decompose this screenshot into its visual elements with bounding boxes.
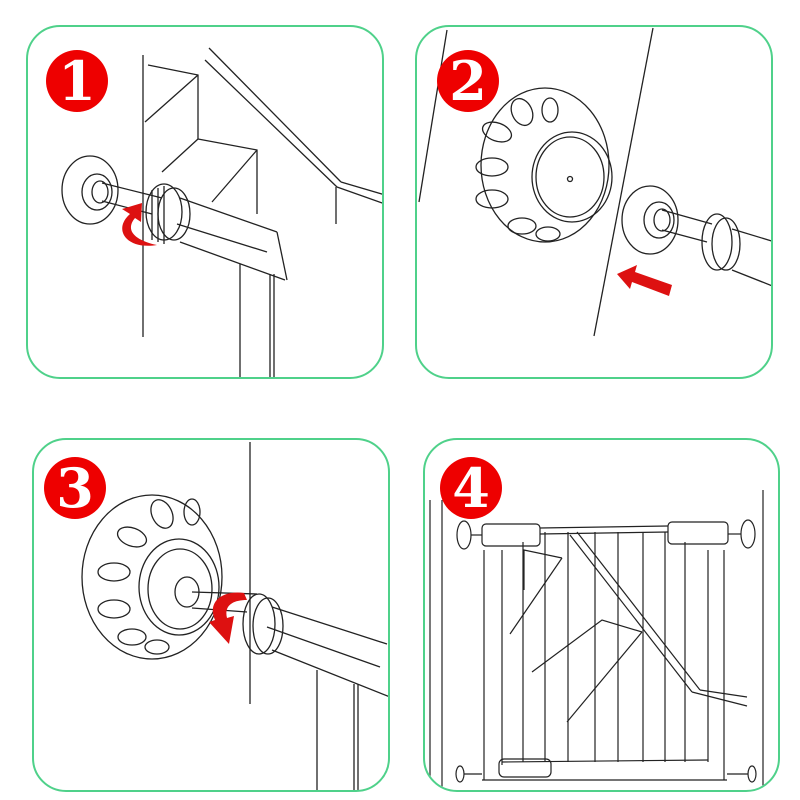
step-1-panel: 1 Screw the wall cup onto the threaded s… xyxy=(26,25,384,379)
step-4-panel: 4 Installed gate with four pressure spin… xyxy=(423,438,780,792)
step-number-badge: 2 xyxy=(437,50,499,112)
step-2-panel: 2 Place the wall protector cup against t… xyxy=(415,25,773,379)
step-1-illustration xyxy=(61,47,382,377)
step-number-badge: 4 xyxy=(440,457,502,519)
step-4-illustration xyxy=(429,490,764,790)
step-number: 4 xyxy=(452,456,490,520)
step-number: 2 xyxy=(449,49,487,113)
step-number-badge: 1 xyxy=(46,50,108,112)
step-number-badge: 3 xyxy=(44,457,106,519)
push-arrow-icon xyxy=(617,265,672,296)
step-3-panel: 3 Turn the adjustment nut to tighten the… xyxy=(32,438,390,792)
step-number: 1 xyxy=(58,49,96,113)
step-3-illustration xyxy=(81,442,388,790)
step-number: 3 xyxy=(56,456,94,520)
rotate-arrow-icon xyxy=(209,592,247,644)
step-2-illustration xyxy=(418,27,771,337)
rotate-arrow-icon xyxy=(122,203,157,246)
